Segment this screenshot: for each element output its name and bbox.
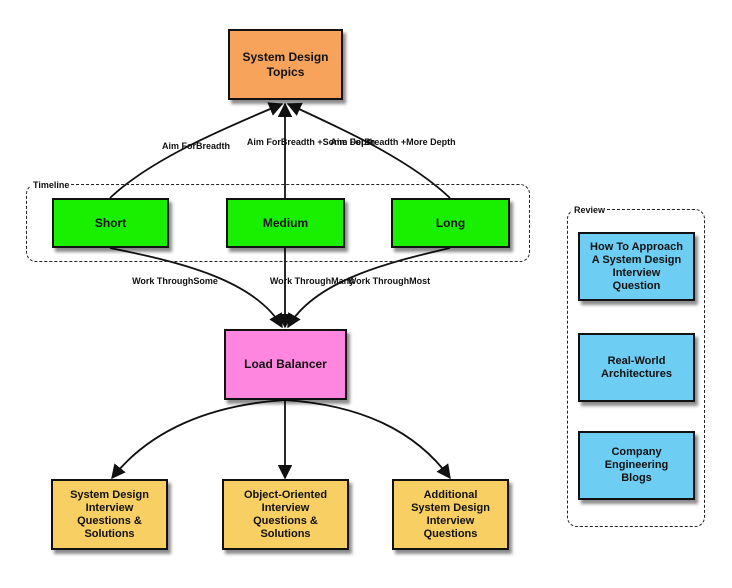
edge-label-long-to-topics-text: Aim ForBreadth +More Depth	[330, 137, 455, 148]
edge-label-short-to-topics: Aim ForBreadth	[162, 141, 230, 152]
text-line: Blogs	[621, 472, 652, 484]
edge-lb-to-sd-questions	[111, 399, 286, 480]
node-medium-text: Medium	[263, 216, 308, 231]
text-line: Many	[331, 276, 355, 286]
text-line: System Design	[242, 49, 329, 64]
text-line: Aim For	[161, 141, 196, 151]
text-line: Question	[612, 279, 661, 292]
text-line: Load Balancer	[244, 357, 327, 371]
text-line: Object-Oriented	[243, 488, 328, 501]
text-line: Work Through	[269, 276, 332, 286]
node-short-text: Short	[95, 216, 126, 231]
text-line: Questions &	[77, 514, 142, 527]
text-line: Engineering	[604, 459, 669, 471]
text-line: A System Design	[591, 253, 682, 266]
text-line: Aim For	[330, 137, 365, 147]
node-long-text: Long	[436, 216, 465, 231]
text-line: Architectures	[601, 367, 672, 380]
text-line: Breadth +	[280, 137, 323, 147]
text-line: Short	[94, 215, 127, 230]
text-line: More Depth	[406, 137, 456, 147]
text-line: System Design	[411, 501, 490, 514]
node-long: Long	[391, 198, 510, 248]
text-line: Work Through	[132, 276, 194, 286]
text-line: Solutions	[260, 527, 311, 540]
edge-label-long-to-topics: Aim ForBreadth +More Depth	[330, 137, 455, 148]
timeline-group-label: Timeline	[31, 180, 72, 190]
edge-lb-to-additional-questions	[284, 399, 451, 480]
node-load-balancer-text: Load Balancer	[244, 357, 327, 372]
edge-label-medium-to-lb: Work ThroughMany	[270, 276, 354, 287]
text-line: System Design	[70, 488, 149, 501]
text-line: Interview	[85, 501, 134, 514]
review-group-label: Review	[572, 205, 608, 215]
text-line: Breadth +	[364, 137, 407, 147]
text-line: Interview	[426, 514, 475, 527]
text-line: Solutions	[84, 527, 135, 540]
edge-label-short-to-lb-text: Work ThroughSome	[132, 276, 218, 287]
text-line: Real-World	[607, 354, 666, 367]
edge-label-short-to-topics-text: Aim ForBreadth	[162, 141, 230, 152]
text-line: Topics	[266, 64, 305, 79]
text-line: Additional	[423, 488, 478, 501]
node-short: Short	[52, 198, 169, 248]
review-group	[567, 209, 705, 527]
text-line: Breadth	[196, 141, 231, 151]
text-line: Some Depth	[322, 137, 376, 147]
text-line: Questions	[423, 527, 478, 540]
text-line: Some	[193, 276, 218, 286]
text-line: Interview	[612, 266, 661, 279]
timeline-group	[26, 184, 530, 262]
text-line: Company	[611, 446, 662, 458]
text-line: Aim For	[246, 137, 281, 147]
text-line: Medium	[262, 215, 309, 230]
text-line: Questions &	[253, 514, 318, 527]
edge-label-medium-to-topics: Aim ForBreadth +Some Depth	[247, 137, 375, 148]
text-line: Long	[435, 215, 466, 230]
edge-label-medium-to-topics-text: Aim ForBreadth +Some Depth	[247, 137, 375, 148]
edge-long-to-lb	[287, 247, 451, 329]
edge-label-medium-to-lb-text: Work ThroughMany	[270, 276, 354, 287]
text-line: How To Approach	[590, 240, 683, 253]
text-line: Most	[409, 276, 431, 286]
edge-label-long-to-lb: Work ThroughMost	[348, 276, 430, 287]
text-line: Work Through	[347, 276, 410, 286]
node-medium: Medium	[226, 198, 345, 248]
edge-label-long-to-lb-text: Work ThroughMost	[348, 276, 430, 287]
edge-short-to-lb	[109, 247, 283, 329]
edge-label-short-to-lb: Work ThroughSome	[132, 276, 218, 287]
text-line: Interview	[261, 501, 310, 514]
node-load-balancer: Load Balancer	[224, 329, 347, 400]
